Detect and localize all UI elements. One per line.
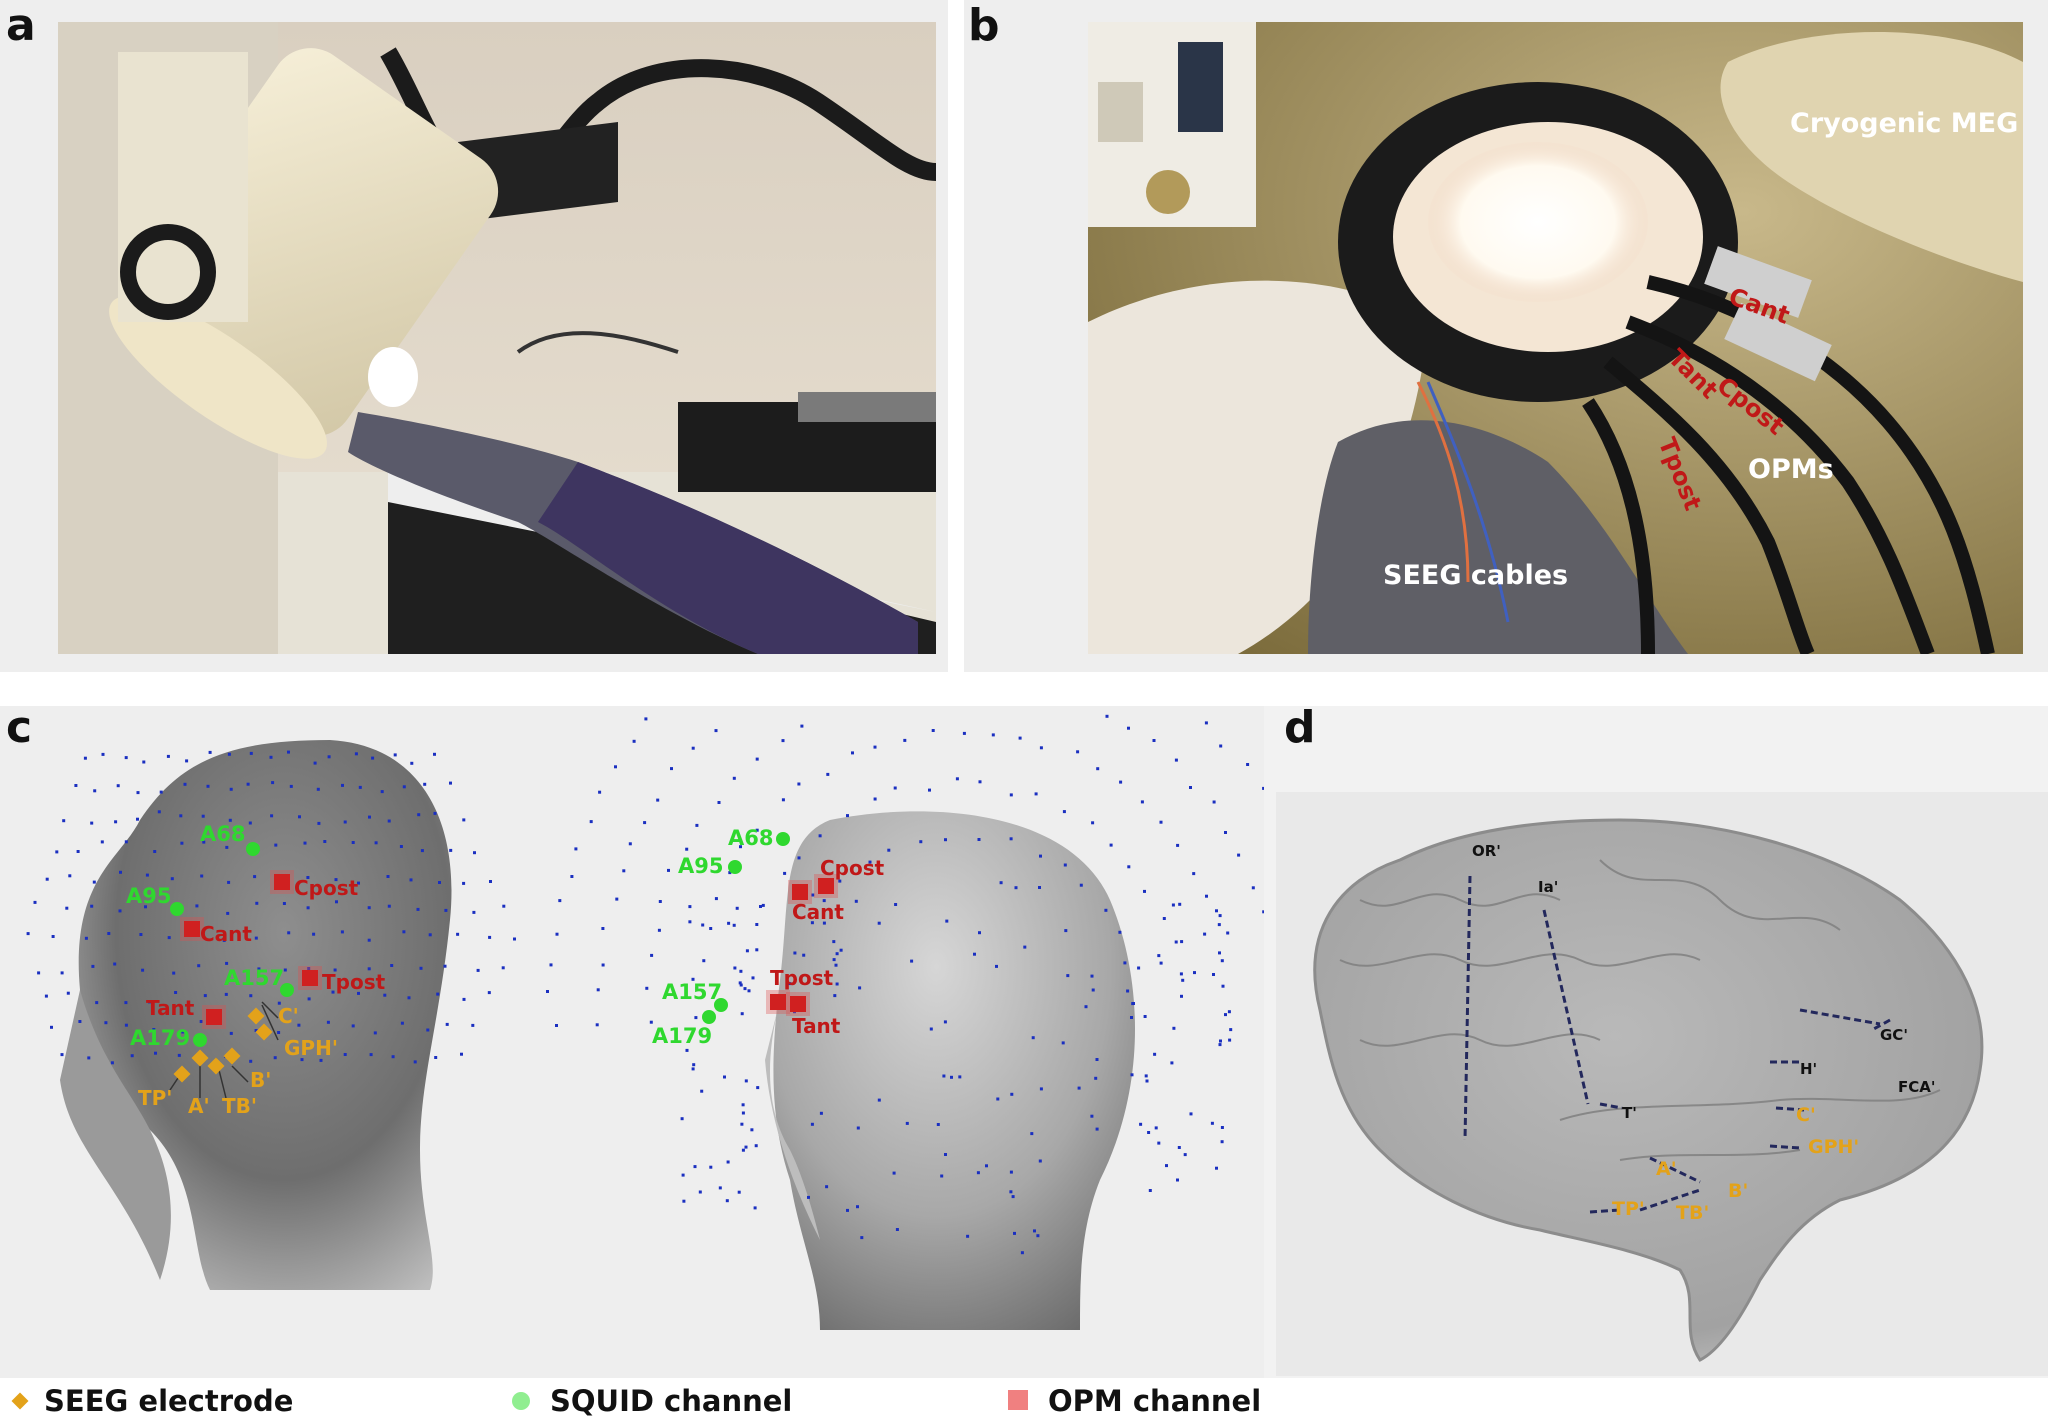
electrode-label-t: T' bbox=[1622, 1104, 1637, 1122]
electrode-label-gc: GC' bbox=[1880, 1026, 1908, 1044]
seeg-label-a: A' bbox=[188, 1094, 210, 1118]
seeg-label-gph: GPH' bbox=[284, 1036, 338, 1060]
squid-label-a179-right: A179 bbox=[652, 1024, 713, 1048]
squid-marker-a68-right bbox=[776, 832, 790, 846]
opm-marker-tant-left bbox=[206, 1009, 222, 1025]
opm-label-cant-left: Cant bbox=[200, 922, 252, 946]
opm-marker-cpost-right bbox=[818, 878, 834, 894]
electrode-label-gph-d: GPH' bbox=[1808, 1136, 1860, 1158]
electrode-label-b-d: B' bbox=[1728, 1180, 1749, 1202]
opm-label-cpost-right: Cpost bbox=[820, 856, 885, 880]
legend-opm-label: OPM channel bbox=[1048, 1384, 1262, 1418]
opm-label-cant-right: Cant bbox=[792, 900, 844, 924]
opm-marker-cpost-left bbox=[274, 874, 290, 890]
opm-marker-cant-left bbox=[184, 921, 200, 937]
opm-label-tant-right: Tant bbox=[792, 1014, 841, 1038]
seeg-label-b: B' bbox=[250, 1068, 272, 1092]
squid-marker-a68-left bbox=[246, 842, 260, 856]
electrode-label-h: H' bbox=[1800, 1060, 1818, 1078]
squid-marker-a179-right bbox=[702, 1010, 716, 1024]
electrode-label-tp-d: TP' bbox=[1612, 1198, 1645, 1220]
electrode-label-a-d: A' bbox=[1656, 1158, 1677, 1180]
electrode-label-c-d: C' bbox=[1796, 1104, 1816, 1126]
seeg-label-tb: TB' bbox=[222, 1094, 258, 1118]
seeg-label-tp: TP' bbox=[138, 1086, 173, 1110]
legend-seeg-label: SEEG electrode bbox=[44, 1384, 294, 1418]
electrode-label-tb-d: TB' bbox=[1676, 1202, 1710, 1224]
squid-marker-a179-left bbox=[193, 1033, 207, 1047]
opm-label-tant-left: Tant bbox=[146, 996, 195, 1020]
seeg-label-c: C' bbox=[278, 1004, 299, 1028]
panel-b-letter: b bbox=[968, 0, 1000, 51]
squid-marker-a157-left bbox=[280, 983, 294, 997]
opm-marker-tpost-left bbox=[302, 970, 318, 986]
opm-marker-cant-right bbox=[792, 884, 808, 900]
squid-label-a157-left: A157 bbox=[224, 966, 285, 990]
legend-squid-label: SQUID channel bbox=[550, 1384, 793, 1418]
opm-label-cpost-left: Cpost bbox=[294, 876, 359, 900]
squid-marker-a95-right bbox=[728, 860, 742, 874]
panel-a-photo bbox=[58, 22, 936, 654]
squid-label-a95-left: A95 bbox=[126, 884, 172, 908]
squid-marker-a157-right bbox=[714, 998, 728, 1012]
squid-label-a157-right: A157 bbox=[662, 980, 723, 1004]
panel-a-letter: a bbox=[6, 0, 36, 51]
legend-seeg-icon bbox=[11, 1392, 29, 1410]
label-cryogenic-meg: Cryogenic MEG bbox=[1790, 108, 2019, 139]
panel-c-letter: c bbox=[6, 702, 33, 753]
squid-label-a95-right: A95 bbox=[678, 854, 724, 878]
electrode-label-fca: FCA' bbox=[1898, 1078, 1936, 1096]
opm-label-tpost-right: Tpost bbox=[770, 966, 834, 990]
panel-b-photo bbox=[1088, 22, 2023, 654]
squid-marker-a95-left bbox=[170, 902, 184, 916]
opm-marker-tpost-right bbox=[770, 994, 786, 1010]
legend-squid-icon bbox=[512, 1392, 530, 1410]
legend-opm-icon bbox=[1008, 1390, 1028, 1410]
opm-marker-tant-right bbox=[790, 996, 806, 1012]
squid-label-a179-left: A179 bbox=[130, 1026, 191, 1050]
squid-label-a68-left: A68 bbox=[200, 822, 246, 846]
squid-label-a68-right: A68 bbox=[728, 826, 774, 850]
panel-d-letter: d bbox=[1284, 702, 1316, 753]
electrode-label-ia: Ia' bbox=[1538, 878, 1559, 896]
opm-label-tpost-left: Tpost bbox=[322, 970, 386, 994]
label-seeg-cables: SEEG cables bbox=[1383, 560, 1569, 591]
electrode-label-or: OR' bbox=[1472, 842, 1501, 860]
label-opms: OPMs bbox=[1748, 454, 1834, 485]
